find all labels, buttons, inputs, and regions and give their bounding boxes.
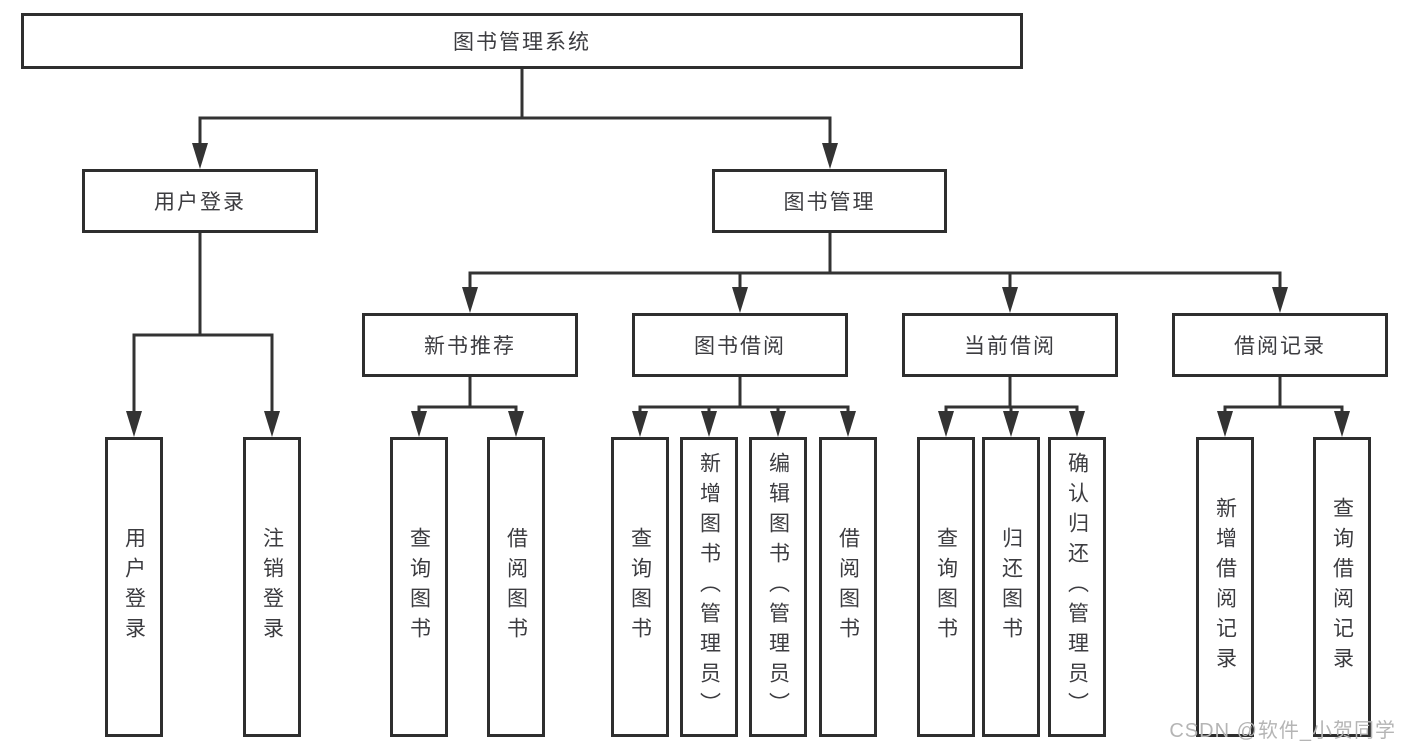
node-user-login: 用户登录 bbox=[82, 169, 318, 233]
leaf-return-books: 归还图书 bbox=[982, 437, 1040, 737]
leaf-user-login-label: 用户登录 bbox=[122, 527, 146, 647]
leaf-query-books-recommend-label: 查询图书 bbox=[407, 527, 431, 647]
node-borrow-records-label: 借阅记录 bbox=[1234, 335, 1326, 358]
node-new-book-recommend-label: 新书推荐 bbox=[424, 335, 516, 358]
node-current-borrowing: 当前借阅 bbox=[902, 313, 1118, 377]
leaf-logout-label: 注销登录 bbox=[260, 527, 284, 647]
leaf-query-books-borrowing: 查询图书 bbox=[611, 437, 669, 737]
leaf-query-borrow-record: 查询借阅记录 bbox=[1313, 437, 1371, 737]
leaf-confirm-return-admin: 确认归还（管理员） bbox=[1048, 437, 1106, 737]
leaf-borrow-books-label: 借阅图书 bbox=[836, 527, 860, 647]
leaf-query-borrow-record-label: 查询借阅记录 bbox=[1330, 497, 1354, 677]
arrowheads bbox=[126, 143, 1350, 437]
node-borrow-records: 借阅记录 bbox=[1172, 313, 1388, 377]
node-root-system: 图书管理系统 bbox=[21, 13, 1023, 69]
node-book-management-label: 图书管理 bbox=[783, 191, 876, 214]
leaf-query-books-current-label: 查询图书 bbox=[934, 527, 958, 647]
leaf-add-books-admin-label: 新增图书（管理员） bbox=[697, 452, 721, 722]
leaf-confirm-return-admin-label: 确认归还（管理员） bbox=[1065, 452, 1089, 722]
leaf-edit-books-admin-label: 编辑图书（管理员） bbox=[766, 452, 790, 722]
leaf-add-borrow-record: 新增借阅记录 bbox=[1196, 437, 1254, 737]
leaf-add-books-admin: 新增图书（管理员） bbox=[680, 437, 738, 737]
node-book-management: 图书管理 bbox=[712, 169, 947, 233]
leaf-borrow-books-recommend: 借阅图书 bbox=[487, 437, 545, 737]
leaf-logout: 注销登录 bbox=[243, 437, 301, 737]
leaf-borrow-books: 借阅图书 bbox=[819, 437, 877, 737]
node-root-system-label: 图书管理系统 bbox=[453, 31, 591, 54]
leaf-query-books-borrowing-label: 查询图书 bbox=[628, 527, 652, 647]
leaf-return-books-label: 归还图书 bbox=[999, 527, 1023, 647]
leaf-query-books-recommend: 查询图书 bbox=[390, 437, 448, 737]
leaf-query-books-current: 查询图书 bbox=[917, 437, 975, 737]
leaf-user-login: 用户登录 bbox=[105, 437, 163, 737]
node-current-borrowing-label: 当前借阅 bbox=[964, 335, 1056, 358]
leaf-edit-books-admin: 编辑图书（管理员） bbox=[749, 437, 807, 737]
node-new-book-recommend: 新书推荐 bbox=[362, 313, 578, 377]
node-user-login-label: 用户登录 bbox=[154, 191, 246, 214]
leaf-add-borrow-record-label: 新增借阅记录 bbox=[1213, 497, 1237, 677]
leaf-borrow-books-recommend-label: 借阅图书 bbox=[504, 527, 528, 647]
node-book-borrowing-label: 图书借阅 bbox=[694, 335, 786, 358]
node-book-borrowing: 图书借阅 bbox=[632, 313, 848, 377]
csdn-watermark: CSDN @软件_小贺同学 bbox=[1169, 720, 1396, 742]
